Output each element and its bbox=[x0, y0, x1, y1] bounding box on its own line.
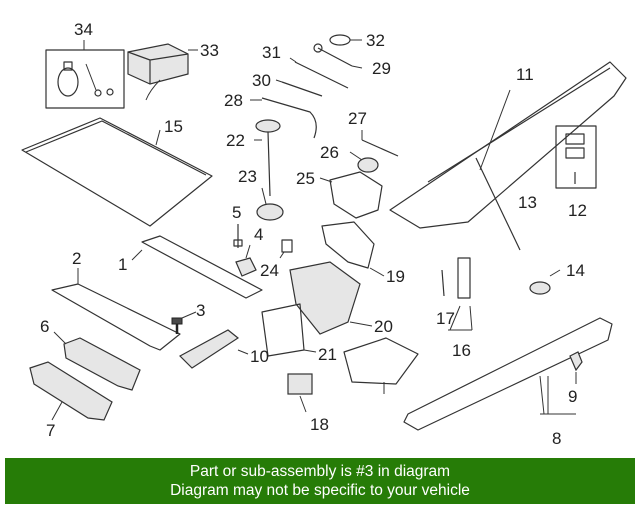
banner-line-1: Part or sub-assembly is #3 in diagram bbox=[189, 463, 451, 480]
part-13-strut bbox=[475, 157, 521, 251]
callout-17: 17 bbox=[436, 309, 455, 328]
callout-12: 12 bbox=[568, 201, 587, 220]
part-19-bracket bbox=[321, 221, 385, 277]
callout-4: 4 bbox=[254, 225, 263, 244]
part-5-bolt bbox=[233, 224, 243, 248]
part-16-striker bbox=[448, 257, 473, 331]
callout-16: 16 bbox=[452, 341, 471, 360]
part-15-floor-cover bbox=[21, 117, 213, 227]
part-17-bolt bbox=[441, 269, 445, 297]
callout-32: 32 bbox=[366, 31, 385, 50]
part-28-handle bbox=[250, 97, 317, 139]
callout-11: 11 bbox=[516, 65, 534, 84]
part-4-retainer bbox=[235, 244, 257, 277]
banner-line-2: Diagram may not be specific to your vehi… bbox=[170, 482, 470, 499]
callout-13: 13 bbox=[518, 193, 537, 212]
callout-5: 5 bbox=[232, 203, 241, 222]
callout-31: 31 bbox=[262, 43, 281, 62]
part-8-sill-plate bbox=[403, 317, 613, 431]
callout-6: 6 bbox=[40, 317, 49, 336]
callout-1: 1 bbox=[118, 255, 127, 274]
callout-22: 22 bbox=[226, 131, 245, 150]
callout-20: 20 bbox=[374, 317, 393, 336]
callout-28: 28 bbox=[224, 91, 243, 110]
callout-26: 26 bbox=[320, 143, 339, 162]
callout-3: 3 bbox=[196, 301, 205, 320]
part-20-carrier bbox=[289, 261, 373, 335]
callout-10: 10 bbox=[250, 347, 269, 366]
callout-15: 15 bbox=[164, 117, 183, 136]
part-3-bolt bbox=[171, 311, 197, 334]
part-30-rod bbox=[275, 79, 323, 97]
callout-30: 30 bbox=[252, 71, 271, 90]
callout-24: 24 bbox=[260, 261, 279, 280]
part-21-bracket bbox=[261, 303, 317, 357]
callout-29: 29 bbox=[372, 59, 391, 78]
callout-21: 21 bbox=[318, 345, 337, 364]
callout-14: 14 bbox=[566, 261, 585, 280]
info-banner: Part or sub-assembly is #3 in diagram Di… bbox=[5, 458, 635, 504]
part-18-block bbox=[287, 373, 313, 413]
callout-7: 7 bbox=[46, 421, 55, 440]
part-32-hook bbox=[329, 34, 362, 46]
callout-23: 23 bbox=[238, 167, 257, 186]
part-7-sill-trim bbox=[29, 361, 113, 421]
part-31-screwdriver bbox=[289, 57, 349, 89]
part-1-trim-panel bbox=[131, 235, 263, 299]
part-2-trim-panel bbox=[51, 268, 181, 351]
part-12-seal-kit bbox=[555, 125, 597, 189]
part-24-clip bbox=[279, 239, 293, 259]
part-14-bumper bbox=[529, 269, 561, 295]
callout-33: 33 bbox=[200, 41, 219, 60]
callout-2: 2 bbox=[72, 249, 81, 268]
parts-diagram: 34 33 32 31 30 29 28 27 26 25 24 23 22 2… bbox=[21, 20, 627, 448]
part-29-wrench bbox=[313, 43, 363, 69]
callout-19: 19 bbox=[386, 267, 405, 286]
part-11-trunk-lid bbox=[389, 61, 627, 229]
callout-25: 25 bbox=[296, 169, 315, 188]
part-10-cover bbox=[179, 329, 249, 369]
part-27-strap bbox=[361, 130, 399, 157]
part-25-bracket bbox=[319, 171, 383, 219]
part-26-nut bbox=[349, 151, 379, 173]
part-6-bracket bbox=[53, 331, 141, 391]
callout-18: 18 bbox=[310, 415, 329, 434]
part-23-wheel-bolt bbox=[256, 187, 284, 221]
callout-27: 27 bbox=[348, 109, 367, 128]
callout-34: 34 bbox=[74, 20, 93, 39]
callout-8: 8 bbox=[552, 429, 561, 448]
callout-9: 9 bbox=[568, 387, 577, 406]
part-34-kit bbox=[45, 40, 125, 109]
part-9-clip bbox=[569, 351, 583, 384]
part-33-case bbox=[127, 43, 198, 101]
part-35-reinforcement bbox=[343, 337, 419, 394]
part-22-jack bbox=[254, 119, 281, 197]
